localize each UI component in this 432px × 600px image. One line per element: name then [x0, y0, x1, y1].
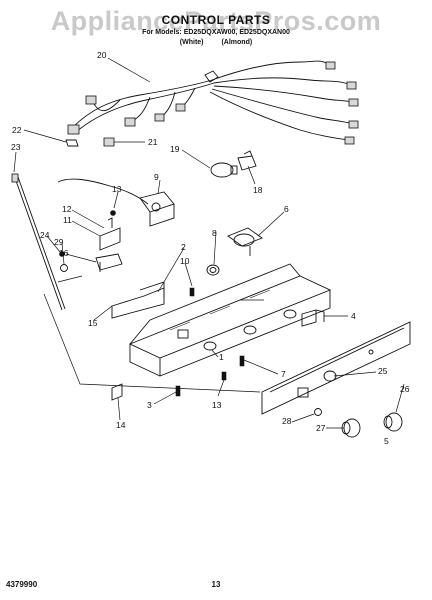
model-numbers: For Models: ED25DQXAW00, ED25DQXAN00: [142, 29, 290, 36]
page-number: 13: [211, 580, 221, 589]
variant-white: (White): [179, 39, 204, 46]
grommet: [206, 264, 220, 276]
callout-14: 14: [116, 420, 126, 430]
screw-lower: [239, 355, 245, 367]
control-housing: [128, 263, 332, 377]
callout-4: 4: [351, 311, 356, 321]
callout-27: 27: [316, 423, 326, 433]
callout-13b: 13: [212, 400, 222, 410]
callout-9: 9: [154, 172, 159, 182]
thermostat: [139, 191, 175, 227]
callout-6: 6: [284, 204, 289, 214]
callout-24: 24: [40, 230, 50, 240]
control-bracket: [99, 210, 121, 251]
callout-2: 2: [181, 242, 186, 252]
callout-26: 26: [400, 384, 410, 394]
knob-28: [314, 408, 322, 416]
light-socket: [237, 150, 257, 171]
damper-bracket: [111, 281, 165, 319]
callout-10: 10: [180, 256, 190, 266]
callout-11: 11: [63, 215, 72, 225]
control-module: [227, 227, 263, 256]
wire-harness: [67, 60, 359, 145]
callout-7: 7: [281, 369, 286, 379]
harness-clip: [103, 137, 115, 147]
screw-13: [221, 371, 227, 381]
rod: [14, 177, 63, 311]
sensor-wire: [57, 178, 149, 205]
knob-26: [383, 412, 403, 432]
callout-19: 19: [170, 144, 180, 154]
callout-25: 25: [378, 366, 388, 376]
document-number: 4379990: [6, 580, 38, 589]
callout-20: 20: [97, 50, 107, 60]
callout-29: 29: [54, 237, 64, 247]
clip: [111, 383, 123, 401]
light-bulb: [210, 162, 238, 178]
callout-13a: 13: [112, 184, 122, 194]
callout-22: 22: [12, 125, 22, 135]
callout-12: 12: [62, 204, 72, 214]
knob-27: [341, 418, 361, 438]
switch: [301, 309, 325, 327]
callout-18: 18: [253, 185, 263, 195]
callout-1: 1: [219, 352, 224, 362]
wire-clip: [65, 139, 79, 147]
screw: [189, 287, 195, 297]
callout-3: 3: [147, 400, 152, 410]
callout-8: 8: [212, 228, 217, 238]
variant-almond: (Almond): [221, 39, 253, 46]
callout-15: 15: [88, 318, 98, 328]
callout-23: 23: [11, 142, 21, 152]
color-variants: (White) (Almond): [0, 39, 432, 46]
callout-5: 5: [384, 436, 389, 446]
callout-28: 28: [282, 416, 292, 426]
callout-16: 16: [59, 248, 69, 258]
page-title: CONTROL PARTS: [161, 13, 271, 27]
control-panel: [261, 321, 411, 415]
callout-21: 21: [148, 137, 158, 147]
watermark-logo: AppliancePartsPros.com: [50, 6, 382, 36]
screw-3: [175, 385, 181, 397]
leader-lines: [13, 57, 405, 429]
